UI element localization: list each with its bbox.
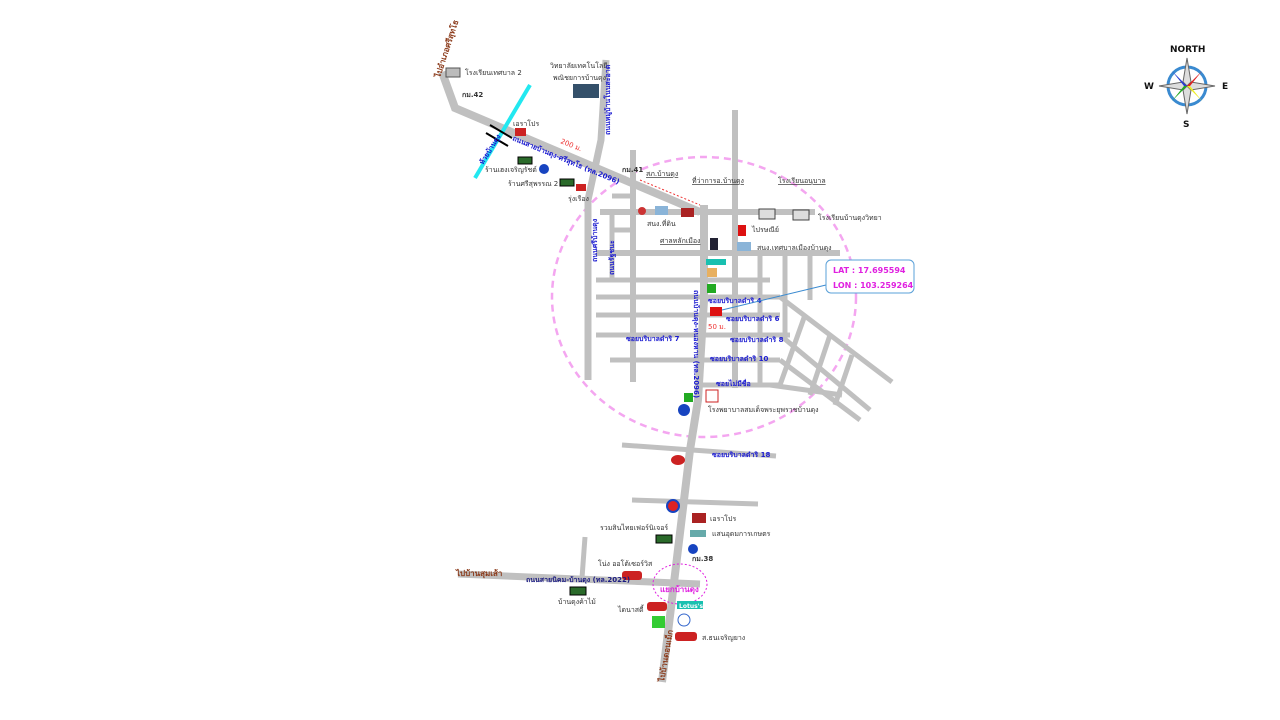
label-ruam-sin: รวมสินไทยเฟอร์นิเจอร์ <box>600 523 668 532</box>
label-college-road: ถนนหมู่บ้านโนนสะอาด <box>603 64 613 135</box>
marker-km38: กม.38 <box>692 555 713 563</box>
label-city-pillar: ศาลหลักเมือง <box>660 237 700 245</box>
label-soi-10: ซอยบริบาลดำริ 10 <box>710 355 768 363</box>
label-dynasty: ไดนาสตี้ <box>617 603 645 614</box>
label-soi-18: ซอยบริบาลดำริ 18 <box>712 451 770 459</box>
label-junction: แยกบ้านดุง <box>660 584 699 595</box>
label-hospital: โรงพยาบาลสมเด็จพระยุพราชบ้านดุง <box>708 405 819 414</box>
label-side-road-1: ถนนศรีบ้านดุง <box>590 218 599 262</box>
shop-icon <box>559 178 575 187</box>
district-office-icon <box>681 208 694 217</box>
compass-rose: NORTH W E S <box>1144 45 1228 130</box>
lotus-icon <box>677 601 703 609</box>
land-office-icon <box>655 206 668 215</box>
toyota-icon <box>671 455 685 465</box>
lotus-icon <box>706 259 726 265</box>
label-lotus: Lotus's <box>679 603 703 610</box>
police-icon <box>638 207 646 215</box>
gas-station-icon <box>539 164 549 174</box>
shop-icon <box>569 586 587 596</box>
label-rungrueang: รุ่งเรือง <box>568 195 589 203</box>
label-serapro-south: เอราโปร <box>710 514 736 523</box>
town-radius-circle <box>550 155 858 439</box>
marker-km41: กม.41 <box>622 166 643 174</box>
direction-to-south: ไปบ้านดอนเม็ก <box>655 629 675 684</box>
road-network <box>438 59 894 683</box>
shop-icon <box>517 156 533 165</box>
car-icon <box>622 571 642 580</box>
label-nong-auto: โน่ง ออโต้เซอร์วิส <box>598 559 653 568</box>
label-soi-6: ซอยบริบาลดำริ 6 <box>726 315 780 323</box>
municipality-icon <box>737 242 751 251</box>
longitude-text: LON : 103.259264 <box>833 281 914 290</box>
label-saen-udom: แสนอุดมการเกษตร <box>712 530 771 538</box>
label-soi-8: ซอยบริบาลดำริ 8 <box>730 336 784 344</box>
compass-south-label: S <box>1183 120 1189 130</box>
label-police: สภ.บ้านดุง <box>646 170 678 178</box>
label-post-office: ไปรษณีย์ <box>751 225 779 234</box>
school-icon <box>792 209 810 221</box>
seven-eleven-icon <box>707 284 716 293</box>
label-school2: โรงเรียนเทศบาล 2 <box>465 68 522 77</box>
hospital-icon <box>705 389 719 403</box>
label-tyre: ส.ธนเจริญยาง <box>702 634 745 642</box>
label-soi-7: ซอยบริบาลดำริ 7 <box>626 335 680 343</box>
shop-icon <box>692 513 706 523</box>
shop-icon <box>707 268 717 277</box>
bank-icon <box>710 307 722 316</box>
shop-icon <box>655 534 673 544</box>
post-box-icon <box>738 225 746 236</box>
label-school-wittaya: โรงเรียนบ้านดุงวิทยา <box>818 213 882 222</box>
bridge-icon <box>485 124 513 147</box>
car-icon <box>647 602 667 611</box>
distance-marker-line <box>639 179 701 206</box>
label-side-road-2: ถนนรัฐชนะ <box>608 240 617 275</box>
label-distance-50: 50 ม. <box>708 323 726 331</box>
label-college-1: วิทยาลัยเทคโนโลยี <box>550 61 607 70</box>
school-icon <box>758 208 776 220</box>
marker-km42: กม.42 <box>462 91 483 99</box>
city-pillar-icon <box>710 238 718 250</box>
school-icon <box>445 67 461 78</box>
gas-station-icon <box>678 404 690 416</box>
label-shop-heng: ร้านเฮงเจริญรัชต์ <box>485 166 537 174</box>
college-building-icon <box>573 84 599 98</box>
label-college-2: พณิชยการบ้านดุง <box>553 74 606 82</box>
label-soi-4: ซอยบริบาลดำริ 4 <box>708 297 762 305</box>
label-serapro-north: เอราโปร <box>513 119 539 128</box>
label-municipality: สนง.เทศบาลเมืองบ้านดุง <box>757 244 832 252</box>
direction-to-west: ไปบ้านสุมเส้า <box>455 568 502 579</box>
car-icon <box>675 632 697 641</box>
label-shop-sri: ร้านศรีสุพรรณ 2 <box>508 180 558 188</box>
coordinate-pointer <box>721 284 827 311</box>
shop-icon <box>652 616 665 628</box>
gas-station-icon <box>688 544 698 554</box>
warehouse-icon <box>690 530 706 537</box>
shop-icon <box>576 184 586 191</box>
label-canal: ห้วยบ้านดุง <box>477 132 503 166</box>
coordinate-box[interactable]: LAT : 17.695594 LON : 103.259264 <box>825 259 915 294</box>
seven-eleven-icon <box>684 393 693 402</box>
label-soi-unnamed: ซอยไม่มีชื่อ <box>716 378 751 388</box>
compass-east-label: E <box>1222 82 1228 92</box>
compass-north-label: NORTH <box>1170 45 1205 55</box>
label-hwy-2022: ถนนสายนิคม-บ้านดุง (ทล.2022) <box>526 575 630 584</box>
latitude-text: LAT : 17.695594 <box>833 266 906 275</box>
shop-icon <box>515 128 526 136</box>
label-wood-shop: บ้านดุงค้าไม้ <box>558 597 596 606</box>
label-main-street: ถนนบ้านดุง-หนองหาน (ทล.2096) <box>692 290 701 398</box>
caltex-icon <box>666 499 680 513</box>
shop-icon <box>677 613 691 627</box>
label-kindergarten: โรงเรียนอนุบาล <box>778 176 826 185</box>
label-land-office: สนง.ที่ดิน <box>647 219 676 228</box>
compass-west-label: W <box>1144 82 1154 92</box>
label-district-office: ที่ว่าการอ.บ้านดุง <box>692 176 744 185</box>
